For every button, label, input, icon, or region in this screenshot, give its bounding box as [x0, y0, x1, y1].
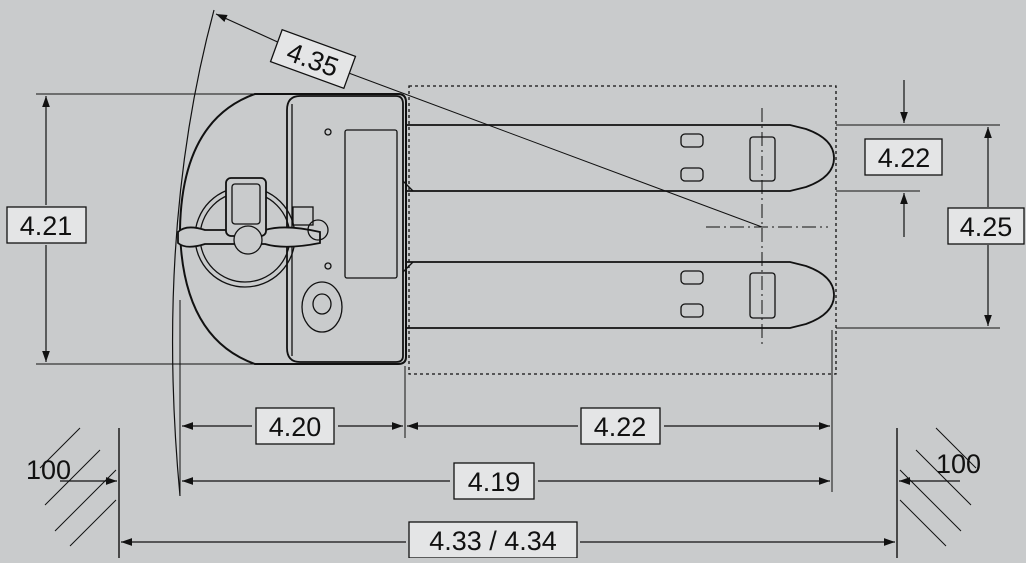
rear-length-label: 4.20	[269, 412, 322, 442]
outer-fork-spread-label: 4.25	[960, 212, 1013, 242]
overall-width-label: 4.21	[20, 211, 73, 241]
outer-fork-spread-box	[947, 207, 1025, 245]
aisle-width-box	[408, 521, 578, 559]
fork-lower	[403, 261, 835, 329]
load-outline	[408, 85, 837, 375]
fork-length-label: 4.22	[594, 412, 647, 442]
rear-length-box	[255, 407, 335, 445]
fork-upper	[403, 124, 835, 192]
overall-length-label: 4.19	[468, 467, 521, 497]
clearance-left-label: 100	[26, 455, 71, 485]
overall-width-box	[6, 206, 87, 244]
fork-width-box	[864, 138, 943, 176]
fork-length-box	[580, 407, 661, 445]
clearance-right-label: 100	[936, 449, 981, 479]
turning-radius-box	[269, 28, 357, 90]
aisle-width-label: 4.33 / 4.34	[429, 526, 557, 556]
overall-length-box	[453, 462, 535, 500]
fork-width-label: 4.22	[878, 143, 931, 173]
turning-radius-arc	[171, 9, 215, 497]
